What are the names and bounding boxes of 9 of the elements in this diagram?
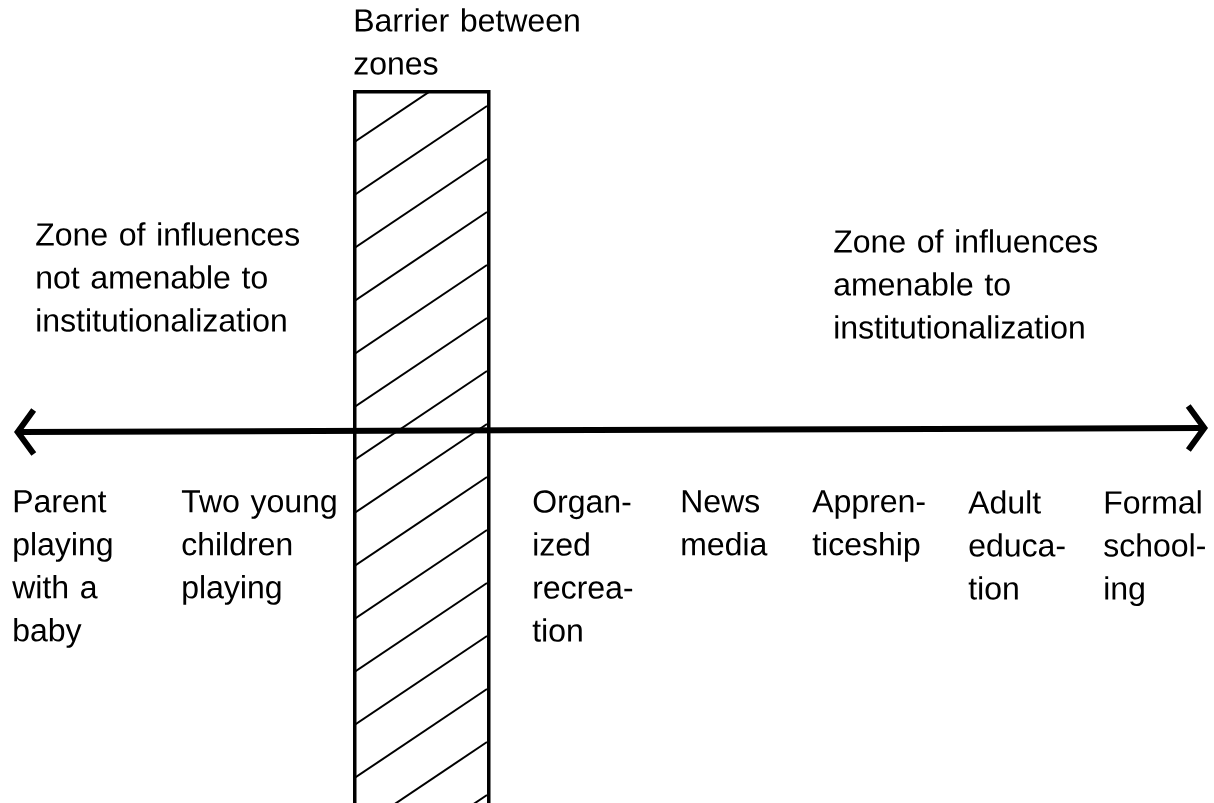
zone-label: Zone of influences not amenable to institutionalization [36, 222, 300, 332]
zone-label: Zone of influences amenable to institutionalization [834, 229, 1098, 339]
activity-label: News media [682, 490, 768, 556]
activity-label: Formal school- ing [1104, 490, 1205, 607]
barrier-heading: Barrier between zones [354, 8, 579, 75]
activity-label: Organ- ized recrea- tion [532, 490, 633, 642]
activity-label: Appren- ticeship [812, 490, 925, 562]
activity-label: Parent playing with a baby [12, 490, 112, 648]
activity-label: Adult educa- tion [968, 490, 1065, 600]
